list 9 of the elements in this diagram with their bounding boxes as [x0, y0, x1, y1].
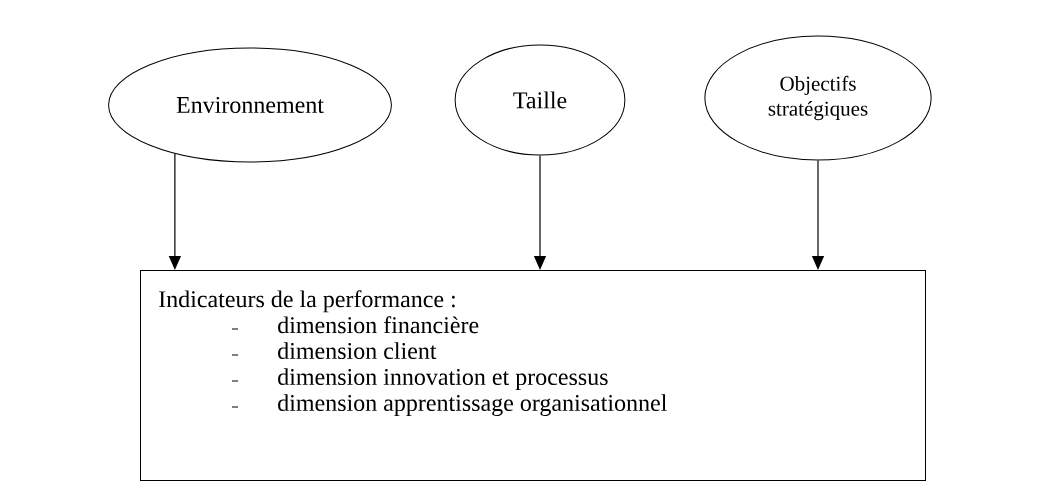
text-box: [140, 270, 926, 481]
ellipse-node: Taille: [454, 44, 626, 156]
list-item: dimension client: [278, 342, 437, 360]
list-item: dimension apprentissage organisationnel: [278, 394, 667, 417]
list-item: dimension financière: [278, 316, 479, 334]
box-heading: Indicateurs de la performance :: [159, 290, 455, 313]
ellipse-node: Objectifs stratégiques: [704, 35, 932, 161]
list-item: dimension innovation et processus: [278, 368, 608, 390]
ellipse-node: Environnement: [108, 47, 392, 163]
